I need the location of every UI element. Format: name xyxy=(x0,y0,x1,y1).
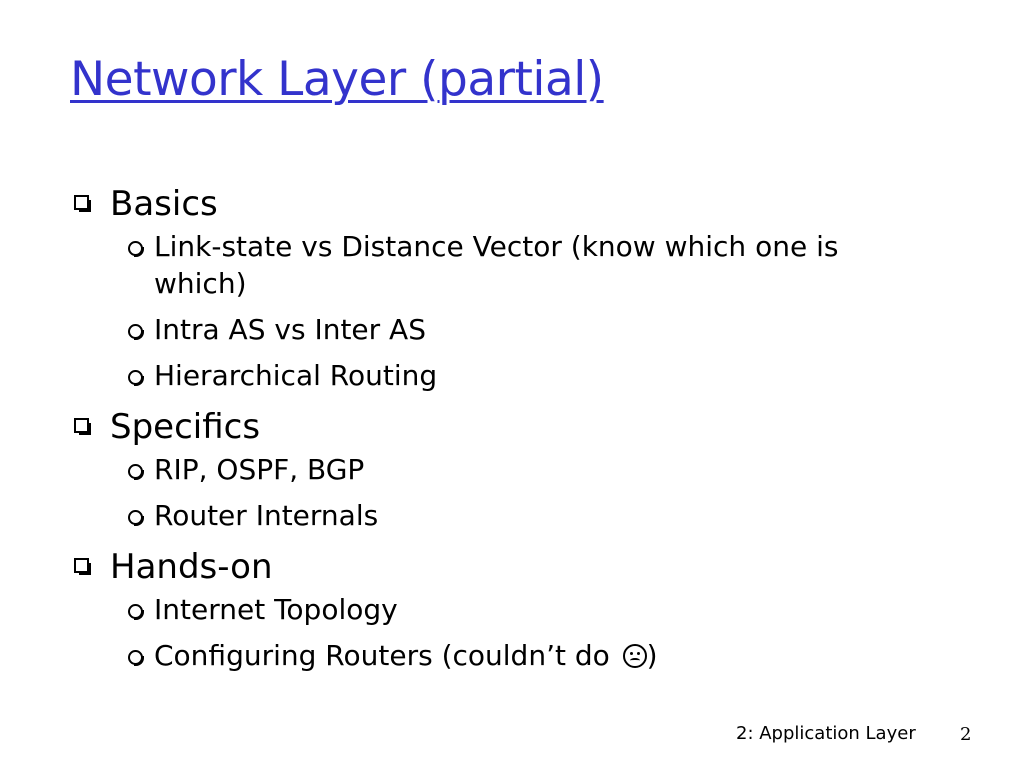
level2-item: Hierarchical Routing xyxy=(70,357,930,394)
frown-face-icon xyxy=(622,644,647,668)
level2-label: Intra AS vs Inter AS xyxy=(154,313,426,346)
footer-label: 2: Application Layer xyxy=(736,723,916,744)
frown-eye-left xyxy=(629,652,633,655)
section-specifics: Specifics RIP, OSPF, BGP Router Internal… xyxy=(70,403,930,534)
section-basics: Basics Link-state vs Distance Vector (kn… xyxy=(70,180,930,394)
level2-item: Link-state vs Distance Vector (know whic… xyxy=(70,228,930,302)
circle-bullet-icon xyxy=(128,324,144,340)
circle-bullet-icon xyxy=(128,464,144,480)
level2-item: Configuring Routers (couldn’t do ) xyxy=(70,637,930,674)
circle-bullet-icon xyxy=(128,370,144,386)
level1-item: Basics xyxy=(70,180,930,228)
section-hands-on: Hands-on Internet Topology Configuring R… xyxy=(70,543,930,674)
level2-label: Hierarchical Routing xyxy=(154,359,438,392)
level2-label: Router Internals xyxy=(154,499,379,532)
frown-eye-right xyxy=(636,652,640,655)
level2-label: Link-state vs Distance Vector (know whic… xyxy=(154,230,839,300)
level1-label: Basics xyxy=(110,184,218,224)
page-number: 2 xyxy=(960,724,972,745)
square-bullet-icon xyxy=(74,558,91,575)
square-bullet-icon xyxy=(74,418,91,435)
level2-label: RIP, OSPF, BGP xyxy=(154,453,365,486)
level2-label: Internet Topology xyxy=(154,593,398,626)
frown-mouth xyxy=(629,658,640,663)
level2-item: Internet Topology xyxy=(70,591,930,628)
square-bullet-icon xyxy=(74,195,91,212)
level2-item: Intra AS vs Inter AS xyxy=(70,311,930,348)
level1-label: Hands-on xyxy=(110,547,273,587)
circle-bullet-icon xyxy=(128,604,144,620)
level1-label: Specifics xyxy=(110,407,261,447)
level1-item: Specifics xyxy=(70,403,930,451)
circle-bullet-icon xyxy=(128,510,144,526)
circle-bullet-icon xyxy=(128,650,144,666)
level1-item: Hands-on xyxy=(70,543,930,591)
slide-title: Network Layer (partial) xyxy=(70,52,604,107)
level2-label: Configuring Routers (couldn’t do xyxy=(154,639,610,672)
level2-label-suffix: ) xyxy=(646,639,658,672)
slide-content: Basics Link-state vs Distance Vector (kn… xyxy=(70,180,930,683)
circle-bullet-icon xyxy=(128,241,144,257)
level2-item: Router Internals xyxy=(70,497,930,534)
level2-item: RIP, OSPF, BGP xyxy=(70,451,930,488)
